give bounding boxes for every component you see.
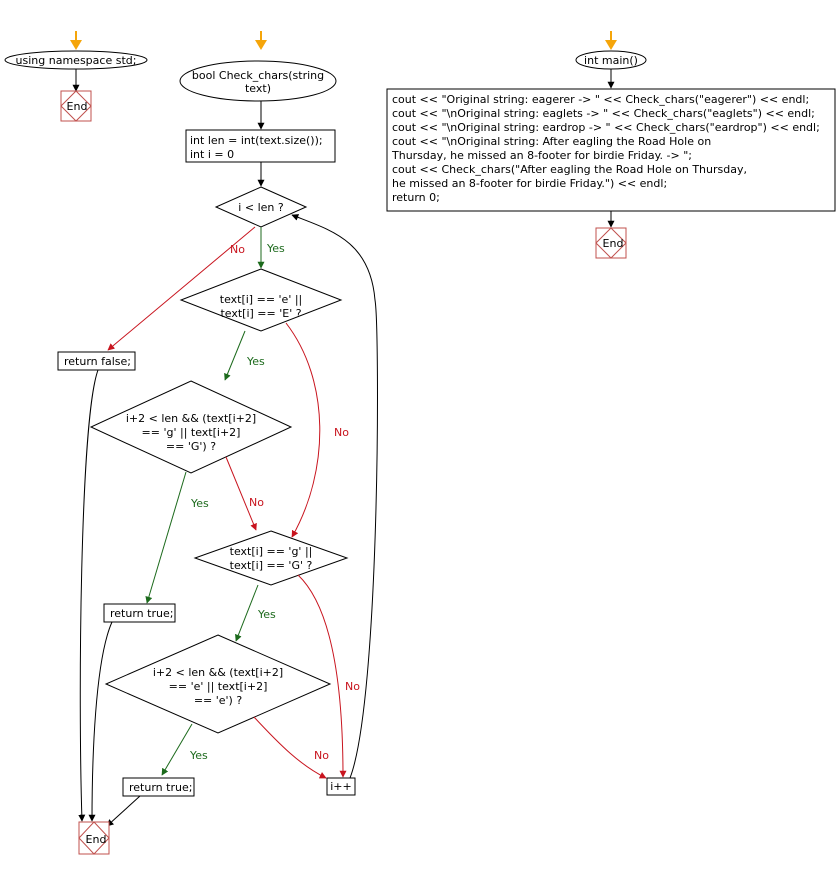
- init-process-box: int len = int(text.size()); int i = 0: [185, 129, 336, 163]
- cond-g-no-arrow: [297, 574, 347, 778]
- entry-arrow-icon: [70, 31, 82, 50]
- cond-e-yes-arrow: [224, 330, 246, 381]
- return-false-to-end-arrow: [78, 369, 99, 822]
- cond-g-decision: text[i] == 'g' || text[i] == 'G' ?: [193, 530, 349, 586]
- namespace-start-terminal: using namespace std;: [4, 50, 148, 70]
- cond-g-after-e-line-2: == 'g' || text[i+2]: [142, 426, 241, 439]
- cond-e-after-g-no-arrow: [253, 716, 327, 779]
- cond-e-after-g-line-3: == 'e') ?: [194, 694, 243, 707]
- return-true-2-label: return true;: [129, 781, 192, 794]
- main-start-label: int main(): [584, 54, 638, 67]
- init-line-1: int len = int(text.size());: [190, 134, 323, 147]
- entry-arrow-icon: [605, 31, 617, 50]
- cond-g-yes-label: Yes: [257, 608, 276, 621]
- namespace-start-label: using namespace std;: [16, 54, 137, 67]
- return-false-label: return false;: [64, 355, 131, 368]
- main-end-label: End: [603, 237, 624, 250]
- loop-no-label: No: [230, 243, 245, 256]
- cond-e-no-arrow: [285, 322, 321, 538]
- increment-label: i++: [330, 780, 352, 793]
- main-body-line-4: cout << "\nOriginal string: After eaglin…: [392, 135, 711, 148]
- main-body-line-1: cout << "Original string: eagerer -> " <…: [392, 93, 809, 106]
- return-true-box-1: return true;: [103, 603, 176, 623]
- flow-check-chars: bool Check_chars(string text) int len = …: [57, 31, 378, 855]
- flow-namespace: using namespace std; End: [4, 31, 148, 122]
- loop-yes-label: Yes: [266, 242, 285, 255]
- main-body-line-2: cout << "\nOriginal string: eaglets -> "…: [392, 107, 815, 120]
- increment-box: i++: [326, 777, 356, 796]
- main-body-line-3: cout << "\nOriginal string: eardrop -> "…: [392, 121, 820, 134]
- entry-arrow-icon: [255, 31, 267, 50]
- cond-g-after-e-line-3: == 'G') ?: [166, 440, 216, 453]
- return-true-1-to-end-arrow: [88, 621, 113, 822]
- cond-e-after-g-yes-arrow: [161, 723, 193, 776]
- return-false-box: return false;: [57, 351, 136, 371]
- cond-g-line-2: text[i] == 'G' ?: [230, 559, 313, 572]
- main-body-line-6: cout << Check_chars("After eagling the R…: [392, 163, 747, 176]
- cond-e-after-g-line-1: i+2 < len && (text[i+2]: [153, 666, 283, 679]
- cond-g-line-1: text[i] == 'g' ||: [230, 545, 313, 558]
- return-true-2-to-end-arrow: [106, 795, 141, 827]
- main-end-node: End: [595, 227, 627, 259]
- check-chars-start-line-2: text): [245, 82, 271, 95]
- cond-e-after-g-line-2: == 'e' || text[i+2]: [169, 680, 268, 693]
- loop-condition-decision: i < len ?: [214, 186, 308, 228]
- cond-g-no-label: No: [345, 680, 360, 693]
- cond-e-yes-label: Yes: [246, 355, 265, 368]
- cond-g-yes-arrow: [235, 584, 259, 642]
- cond-e-line-2: text[i] == 'E' ?: [220, 307, 301, 320]
- cond-g-after-e-yes-arrow: [145, 471, 187, 604]
- main-body-box: cout << "Original string: eagerer -> " <…: [386, 88, 836, 212]
- loop-back-arrow: [291, 214, 378, 779]
- loop-no-arrow: [107, 226, 256, 351]
- cond-g-after-e-line-1: i+2 < len && (text[i+2]: [126, 412, 256, 425]
- loop-condition-label: i < len ?: [238, 201, 284, 214]
- flow-main: int main() cout << "Original string: eag…: [386, 31, 836, 259]
- check-chars-end-label: End: [86, 833, 107, 846]
- return-true-box-2: return true;: [122, 777, 195, 797]
- cond-e-after-g-yes-label: Yes: [189, 749, 208, 762]
- cond-e-no-label: No: [334, 426, 349, 439]
- check-chars-start-line-1: bool Check_chars(string: [192, 69, 324, 82]
- main-body-line-5: Thursday, he missed an 8-footer for bird…: [391, 149, 692, 162]
- namespace-end-label: End: [67, 100, 88, 113]
- cond-e-line-1: text[i] == 'e' ||: [220, 293, 303, 306]
- cond-g-after-e-decision: i+2 < len && (text[i+2] == 'g' || text[i…: [89, 380, 293, 474]
- main-body-line-8: return 0;: [392, 191, 440, 204]
- cond-e-after-g-decision: i+2 < len && (text[i+2] == 'e' || text[i…: [104, 634, 332, 734]
- return-true-1-label: return true;: [110, 607, 173, 620]
- cond-g-after-e-no-arrow: [225, 456, 257, 531]
- cond-e-decision: text[i] == 'e' || text[i] == 'E' ?: [179, 268, 343, 332]
- check-chars-end-node: End: [78, 821, 110, 855]
- check-chars-start-terminal: bool Check_chars(string text): [179, 60, 337, 102]
- cond-e-after-g-no-label: No: [314, 749, 329, 762]
- cond-g-after-e-no-label: No: [249, 496, 264, 509]
- main-body-line-7: he missed an 8-footer for birdie Friday.…: [392, 177, 667, 190]
- namespace-end-node: End: [60, 90, 92, 122]
- init-line-2: int i = 0: [190, 148, 234, 161]
- cond-g-after-e-yes-label: Yes: [190, 497, 209, 510]
- main-start-terminal: int main(): [575, 50, 647, 70]
